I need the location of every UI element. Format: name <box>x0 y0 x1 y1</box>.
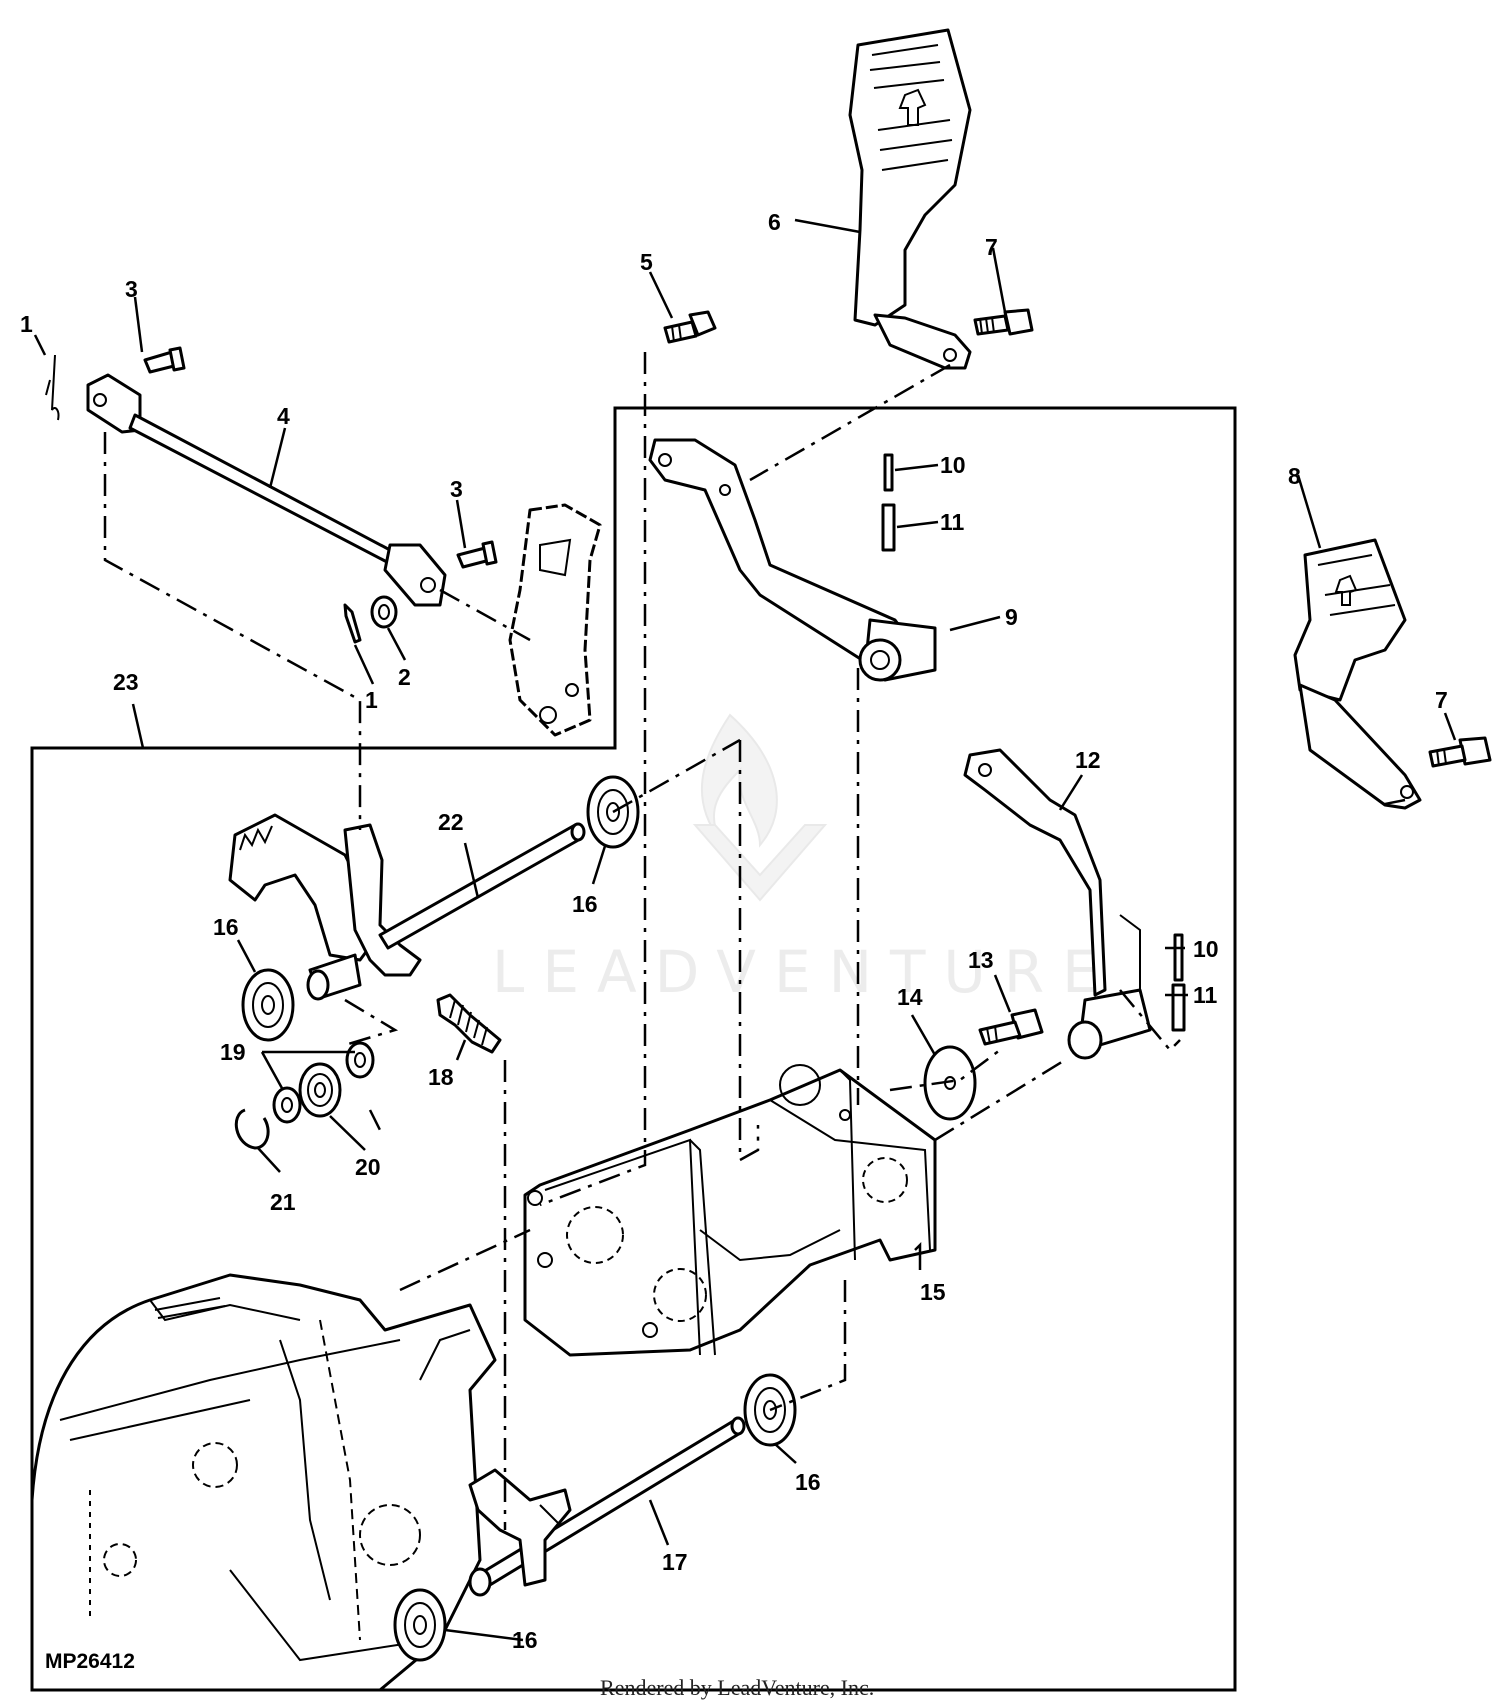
sector-lever <box>228 813 422 1001</box>
washer-19-a <box>345 1041 375 1079</box>
callout-8: 8 <box>1288 463 1301 489</box>
spring-18 <box>436 993 502 1054</box>
bolt-13 <box>978 1008 1044 1046</box>
pin-3-lower <box>456 540 498 569</box>
bolt-7-upper <box>973 308 1034 336</box>
callout-14: 14 <box>897 984 923 1010</box>
callout-6: 6 <box>768 209 781 235</box>
cotter-pin-1-lower <box>343 603 362 644</box>
callout-11-upper: 11 <box>940 509 965 535</box>
snap-ring-21 <box>234 1108 270 1150</box>
washer-19-b <box>272 1086 302 1124</box>
callout-22: 22 <box>438 809 464 835</box>
callout-1-lower: 1 <box>365 687 378 713</box>
callout-3-lower: 3 <box>450 476 463 502</box>
pin-10-upper <box>883 453 894 492</box>
bearing-20 <box>298 1062 342 1118</box>
pedal-8 <box>1293 538 1422 810</box>
transmission-housing <box>30 1273 497 1692</box>
pedal-6 <box>848 28 972 370</box>
rod-4 <box>86 373 447 607</box>
callout-17: 17 <box>662 1549 688 1575</box>
callout-16-c: 16 <box>795 1469 821 1495</box>
footer-credit: Rendered by LeadVenture, Inc. <box>600 1675 874 1700</box>
pin-11-lower <box>1171 983 1186 1032</box>
callout-18: 18 <box>428 1064 454 1090</box>
watermark: LEADVENTURE <box>492 713 1117 1006</box>
callout-9: 9 <box>1005 604 1018 630</box>
callout-10-upper: 10 <box>940 452 966 478</box>
bolt-5 <box>663 310 717 344</box>
callout-11-lower: 11 <box>1193 982 1218 1008</box>
callout-16-b: 16 <box>213 914 239 940</box>
callout-2: 2 <box>398 664 411 690</box>
bearing-16-b <box>241 968 295 1042</box>
callout-19: 19 <box>220 1039 246 1065</box>
washer-2 <box>370 595 398 629</box>
watermark-text: LEADVENTURE <box>492 938 1117 1006</box>
shaft-22 <box>378 822 586 950</box>
pedal-arm-9 <box>648 438 937 682</box>
callout-7-lower: 7 <box>1435 687 1448 713</box>
callout-3-upper: 3 <box>125 276 138 302</box>
callout-labels: 1 1 2 3 3 4 5 6 7 7 8 9 10 10 11 11 12 1… <box>20 209 1448 1653</box>
bolt-7-lower <box>1428 736 1492 768</box>
bracket-15 <box>523 1064 937 1357</box>
callout-7-upper: 7 <box>985 234 998 260</box>
callout-5: 5 <box>640 249 653 275</box>
bearing-16-d <box>393 1588 447 1662</box>
callout-20: 20 <box>355 1154 381 1180</box>
pin-11-upper <box>881 503 896 552</box>
washer-14 <box>923 1045 977 1121</box>
callout-10-lower: 10 <box>1193 936 1219 962</box>
shaft-17 <box>468 1416 746 1597</box>
callout-13: 13 <box>968 947 994 973</box>
pin-3-upper <box>143 346 186 374</box>
callout-21: 21 <box>270 1189 296 1215</box>
callout-16-a: 16 <box>572 891 598 917</box>
callout-15: 15 <box>920 1279 946 1305</box>
arm-12 <box>963 748 1152 1060</box>
callout-16-d: 16 <box>512 1627 538 1653</box>
pin-10-lower <box>1173 933 1184 982</box>
callout-12: 12 <box>1075 747 1101 773</box>
mount-bracket <box>508 503 602 737</box>
plate-label: MP26412 <box>45 1650 135 1673</box>
callout-4: 4 <box>277 403 290 429</box>
cotter-pin-1-upper <box>45 354 60 421</box>
leader-lines <box>33 218 1457 1642</box>
center-lines <box>103 352 1406 1530</box>
callout-1-upper: 1 <box>20 311 33 337</box>
callout-23: 23 <box>113 669 139 695</box>
